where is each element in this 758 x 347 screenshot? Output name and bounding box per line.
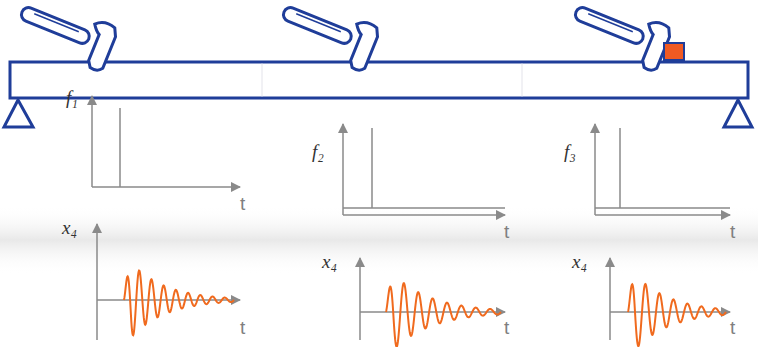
beam — [10, 62, 748, 98]
hammer — [274, 0, 381, 73]
signal-axis-label: x₄ — [62, 218, 77, 237]
pin-support — [4, 100, 33, 127]
time-axis-label: t — [240, 194, 245, 213]
force-axes — [92, 96, 730, 215]
signal-axis-label: f₁ — [66, 88, 78, 107]
decaying-response — [628, 284, 726, 346]
time-axis-label: t — [240, 318, 245, 337]
hammer — [566, 0, 673, 73]
added-mass — [664, 43, 684, 60]
time-axis-label: t — [504, 318, 509, 337]
time-axis-label: t — [504, 222, 509, 241]
background-band — [0, 205, 758, 275]
decaying-response — [386, 283, 501, 347]
signal-axis-label: f₂ — [312, 142, 324, 161]
signal-axis-label: x₄ — [572, 252, 587, 271]
roller-support — [724, 100, 752, 127]
response-curves — [124, 271, 726, 347]
time-axis-label: t — [730, 318, 735, 337]
decaying-response — [124, 271, 234, 336]
signal-axis-label: x₄ — [322, 252, 337, 271]
time-axis-label: t — [730, 222, 735, 241]
hammer — [12, 0, 119, 73]
signal-axis-label: f₃ — [564, 142, 576, 161]
